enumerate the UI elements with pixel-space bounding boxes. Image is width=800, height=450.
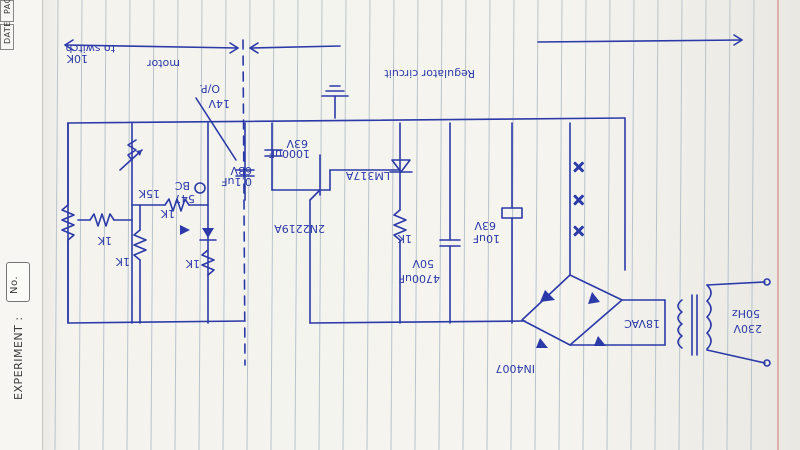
transformer-secondary-coil: [677, 299, 683, 349]
label-230v: 230V: [733, 322, 762, 335]
label-4700uf-v: 50V: [412, 257, 434, 270]
label-1k-d: 1K: [397, 232, 412, 245]
arrow-left-span: [64, 44, 239, 49]
label-op: O/P.: [199, 82, 220, 95]
diode-4: [594, 336, 606, 346]
arrow-regulator: [537, 39, 743, 43]
mains-terminal-top: [763, 278, 771, 286]
arrow-left-head: [64, 39, 74, 51]
marker-x3: ×: [572, 221, 585, 240]
label-10uf: 10uF: [473, 232, 500, 245]
arrow-right-tail: [249, 42, 259, 54]
arrow-mid-head: [229, 42, 239, 54]
pot-arrow-head: [136, 150, 142, 156]
label-1k-c: 1K: [185, 257, 200, 270]
cap-10uf: [501, 207, 523, 219]
bridge-rectifier: [521, 274, 623, 346]
label-4700uf: 4700uF: [399, 272, 440, 285]
pointer-line: [195, 97, 237, 161]
resistor-1k-c: [201, 249, 215, 276]
mains-terminal-bottom: [763, 359, 771, 367]
page-box: [0, 0, 14, 22]
resistor-10k: [61, 204, 75, 241]
label-in4007: IN4007: [496, 362, 535, 375]
wire-primary-bottom: [706, 349, 766, 364]
wire-primary-top: [706, 281, 766, 286]
label-regulator-circuit: Regulator circuit: [384, 67, 475, 80]
date-box: [0, 24, 14, 50]
zener-diode: [202, 228, 214, 238]
ic-lm317a-diode: [391, 159, 411, 173]
label-10uf-v: 63V: [474, 219, 496, 232]
label-10k: 10K: [66, 52, 88, 65]
label-1k-mid: 1K: [160, 207, 175, 220]
resistor-1k-d: [393, 209, 407, 241]
potentiometer-15k: [127, 139, 137, 161]
led-symbol: [180, 225, 190, 235]
top-rail: [67, 117, 626, 124]
label-bc: BC: [175, 179, 190, 192]
diode-1: [540, 290, 555, 302]
label-1000uf: 1000uF: [269, 147, 310, 160]
label-547: 547: [174, 192, 195, 205]
diode-2: [588, 292, 600, 304]
transistor-2n2219a: [309, 189, 321, 201]
label-motor: motor: [147, 57, 180, 70]
label-to-switch: to switch: [65, 42, 115, 55]
bottom-rail-right: [309, 320, 526, 324]
resistor-1k-mid: [164, 198, 190, 212]
label-50hz: 50Hz: [732, 307, 760, 320]
label-2n2219a: 2N2219A: [274, 222, 325, 235]
resistor-1k-a: [89, 213, 115, 227]
label-0.1uf: 0.1uF: [221, 175, 252, 188]
label-lm317a: LM317A: [345, 169, 390, 182]
number-box: [6, 262, 30, 302]
dashed-separator: [242, 39, 246, 366]
label-14v: 14V: [208, 97, 230, 110]
resistor-1k-b: [133, 229, 147, 261]
label-1k-a: 1K: [97, 234, 112, 247]
label-1000uf-v: 63V: [286, 137, 308, 150]
bottom-rail-left: [67, 122, 246, 324]
transistor-bc547: [194, 182, 206, 194]
label-18vac: 18VAC: [624, 317, 660, 330]
arrow-right-span: [249, 45, 341, 49]
marker-x2: ×: [572, 190, 585, 209]
margin-strip: PAGE DATE No. EXPERIMENT :: [0, 0, 43, 450]
label-15k: 15K: [138, 187, 160, 200]
marker-x1: ×: [572, 157, 585, 176]
label-1k-b: 1K: [115, 255, 130, 268]
diode-3: [536, 338, 548, 348]
label-0.1uf-v: 63V: [230, 164, 252, 177]
arrow-regulator-head: [733, 34, 743, 46]
transformer-primary-coil: [706, 284, 712, 350]
